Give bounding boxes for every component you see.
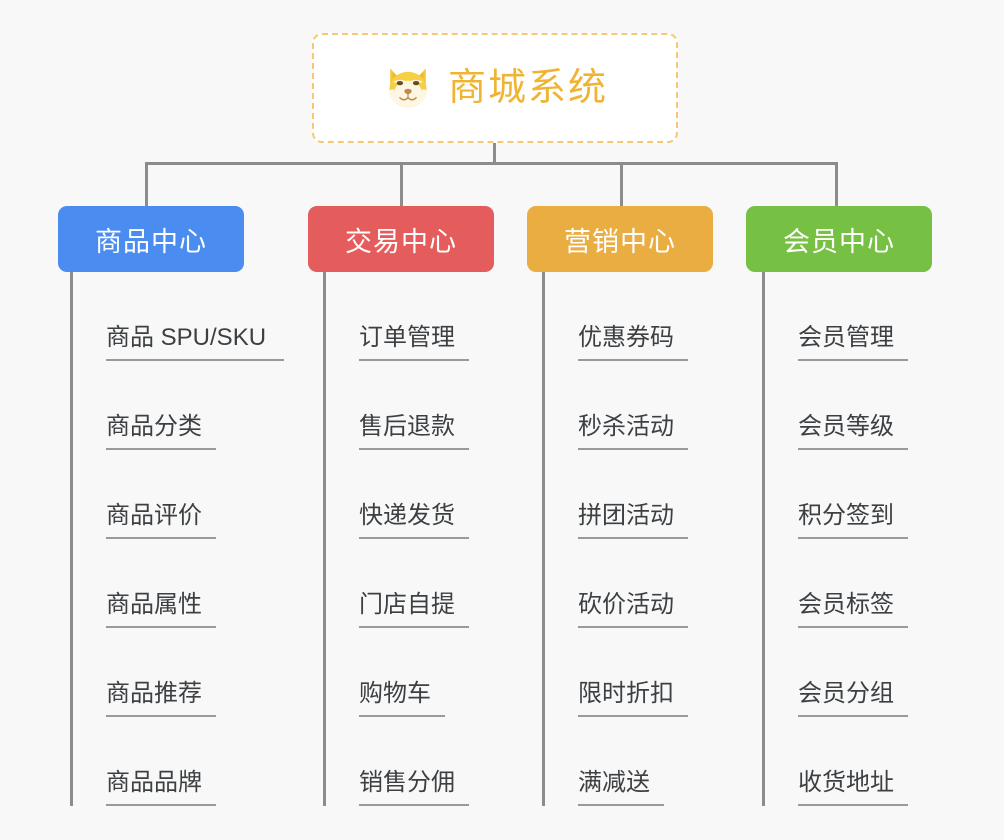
leaf-label: 购物车: [359, 682, 445, 717]
branch-header-会员中心[interactable]: 会员中心: [746, 206, 932, 272]
leaf-item[interactable]: 商品属性: [70, 539, 284, 628]
branch-trunk: [323, 272, 326, 806]
leaf-label: 快递发货: [359, 504, 469, 539]
leaf-label: 积分签到: [798, 504, 908, 539]
leaf-label: 砍价活动: [578, 593, 688, 628]
branch-header-label: 商品中心: [95, 226, 207, 257]
leaf-item[interactable]: 秒杀活动: [542, 361, 688, 450]
branch-header-营销中心[interactable]: 营销中心: [527, 206, 713, 272]
branch-trunk: [762, 272, 765, 806]
leaf-label: 优惠券码: [578, 326, 688, 361]
leaf-item[interactable]: 售后退款: [323, 361, 469, 450]
leaf-item[interactable]: 购物车: [323, 628, 469, 717]
root-title: 商城系统: [447, 67, 608, 109]
branch-header-label: 营销中心: [564, 226, 676, 257]
leaf-item[interactable]: 收货地址: [762, 717, 908, 806]
leaf-item[interactable]: 会员分组: [762, 628, 908, 717]
leaf-label: 订单管理: [359, 326, 469, 361]
branch-trunk: [70, 272, 73, 806]
leaf-item[interactable]: 销售分佣: [323, 717, 469, 806]
leaf-item[interactable]: 商品品牌: [70, 717, 284, 806]
branch-header-label: 交易中心: [345, 226, 457, 257]
leaf-label: 销售分佣: [359, 771, 469, 806]
leaf-item[interactable]: 砍价活动: [542, 539, 688, 628]
leaf-label: 商品 SPU/SKU: [106, 326, 285, 361]
root-node[interactable]: 商城系统: [312, 33, 678, 143]
leaf-item[interactable]: 限时折扣: [542, 628, 688, 717]
leaf-label: 拼团活动: [578, 504, 688, 539]
branch-column-营销中心: 优惠券码 秒杀活动 拼团活动 砍价活动 限时折扣 满减送: [542, 272, 688, 806]
connector-horizontal-bus: [145, 162, 838, 165]
connector-drop-2: [400, 162, 403, 208]
leaf-item[interactable]: 商品评价: [70, 450, 284, 539]
connector-drop-4: [835, 162, 838, 208]
leaf-label: 售后退款: [359, 415, 469, 450]
leaf-item[interactable]: 满减送: [542, 717, 688, 806]
leaf-item[interactable]: 积分签到: [762, 450, 908, 539]
leaf-item[interactable]: 拼团活动: [542, 450, 688, 539]
leaf-label: 收货地址: [798, 771, 908, 806]
leaf-item[interactable]: 会员等级: [762, 361, 908, 450]
branch-header-label: 会员中心: [783, 226, 895, 257]
leaf-label: 商品品牌: [106, 771, 216, 806]
connector-drop-1: [145, 162, 148, 208]
shiba-dog-icon: [382, 62, 434, 114]
leaf-label: 秒杀活动: [578, 415, 688, 450]
leaf-item[interactable]: 会员管理: [762, 272, 908, 361]
connector-drop-3: [620, 162, 623, 208]
leaf-item[interactable]: 会员标签: [762, 539, 908, 628]
leaf-item[interactable]: 商品推荐: [70, 628, 284, 717]
leaf-label: 门店自提: [359, 593, 469, 628]
branch-header-交易中心[interactable]: 交易中心: [308, 206, 494, 272]
branch-column-交易中心: 订单管理 售后退款 快递发货 门店自提 购物车 销售分佣: [323, 272, 469, 806]
branch-column-会员中心: 会员管理 会员等级 积分签到 会员标签 会员分组 收货地址: [762, 272, 908, 806]
leaf-label: 商品评价: [106, 504, 216, 539]
leaf-item[interactable]: 商品分类: [70, 361, 284, 450]
leaf-label: 会员标签: [798, 593, 908, 628]
leaf-item[interactable]: 商品 SPU/SKU: [70, 272, 285, 361]
leaf-item[interactable]: 订单管理: [323, 272, 469, 361]
branch-column-商品中心: 商品 SPU/SKU 商品分类 商品评价 商品属性 商品推荐 商品品牌: [70, 272, 285, 806]
leaf-label: 会员分组: [798, 682, 908, 717]
leaf-label: 限时折扣: [578, 682, 688, 717]
branch-header-商品中心[interactable]: 商品中心: [58, 206, 244, 272]
leaf-label: 会员等级: [798, 415, 908, 450]
leaf-label: 满减送: [578, 771, 664, 806]
leaf-item[interactable]: 优惠券码: [542, 272, 688, 361]
connector-root-stem: [493, 143, 496, 165]
leaf-label: 商品属性: [106, 593, 216, 628]
leaf-item[interactable]: 快递发货: [323, 450, 469, 539]
leaf-item[interactable]: 门店自提: [323, 539, 469, 628]
leaf-label: 商品推荐: [106, 682, 216, 717]
leaf-label: 会员管理: [798, 326, 908, 361]
branch-trunk: [542, 272, 545, 806]
leaf-label: 商品分类: [106, 415, 216, 450]
